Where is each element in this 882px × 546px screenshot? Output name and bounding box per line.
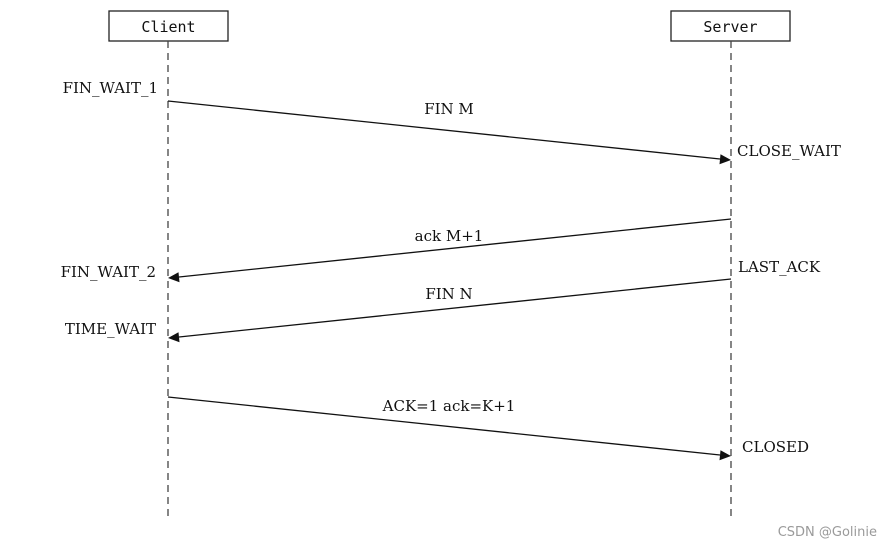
message-ack-m1-arrowhead <box>168 272 180 283</box>
message-fin-m-label: FIN M <box>424 100 474 118</box>
message-fin-m-line <box>167 100 721 160</box>
message-fin-m: FIN M <box>167 100 731 165</box>
message-ack-final-label: ACK=1 ack=K+1 <box>382 397 516 415</box>
message-ack-m1-line <box>178 218 732 278</box>
server-actor: Server <box>670 10 791 42</box>
state-close-wait: CLOSE_WAIT <box>737 142 841 160</box>
message-fin-n-line <box>178 278 732 338</box>
message-ack-final-line <box>167 396 721 456</box>
state-closed: CLOSED <box>742 438 809 456</box>
state-fin-wait-1: FIN_WAIT_1 <box>63 79 158 97</box>
client-actor-label: Client <box>141 18 195 36</box>
message-fin-n: FIN N <box>168 278 732 343</box>
message-ack-final: ACK=1 ack=K+1 <box>167 396 731 461</box>
message-ack-m1-label: ack M+1 <box>415 227 484 245</box>
message-ack-m1: ack M+1 <box>168 218 732 283</box>
state-last-ack: LAST_ACK <box>738 258 821 276</box>
server-actor-label: Server <box>703 18 757 36</box>
state-time-wait: TIME_WAIT <box>65 320 156 338</box>
client-actor: Client <box>108 10 229 42</box>
message-fin-n-arrowhead <box>168 332 180 343</box>
message-fin-m-arrowhead <box>719 154 731 165</box>
message-ack-final-arrowhead <box>719 450 731 461</box>
watermark-text: CSDN @Golinie <box>778 525 877 540</box>
message-fin-n-label: FIN N <box>425 285 472 303</box>
state-fin-wait-2: FIN_WAIT_2 <box>61 263 156 281</box>
